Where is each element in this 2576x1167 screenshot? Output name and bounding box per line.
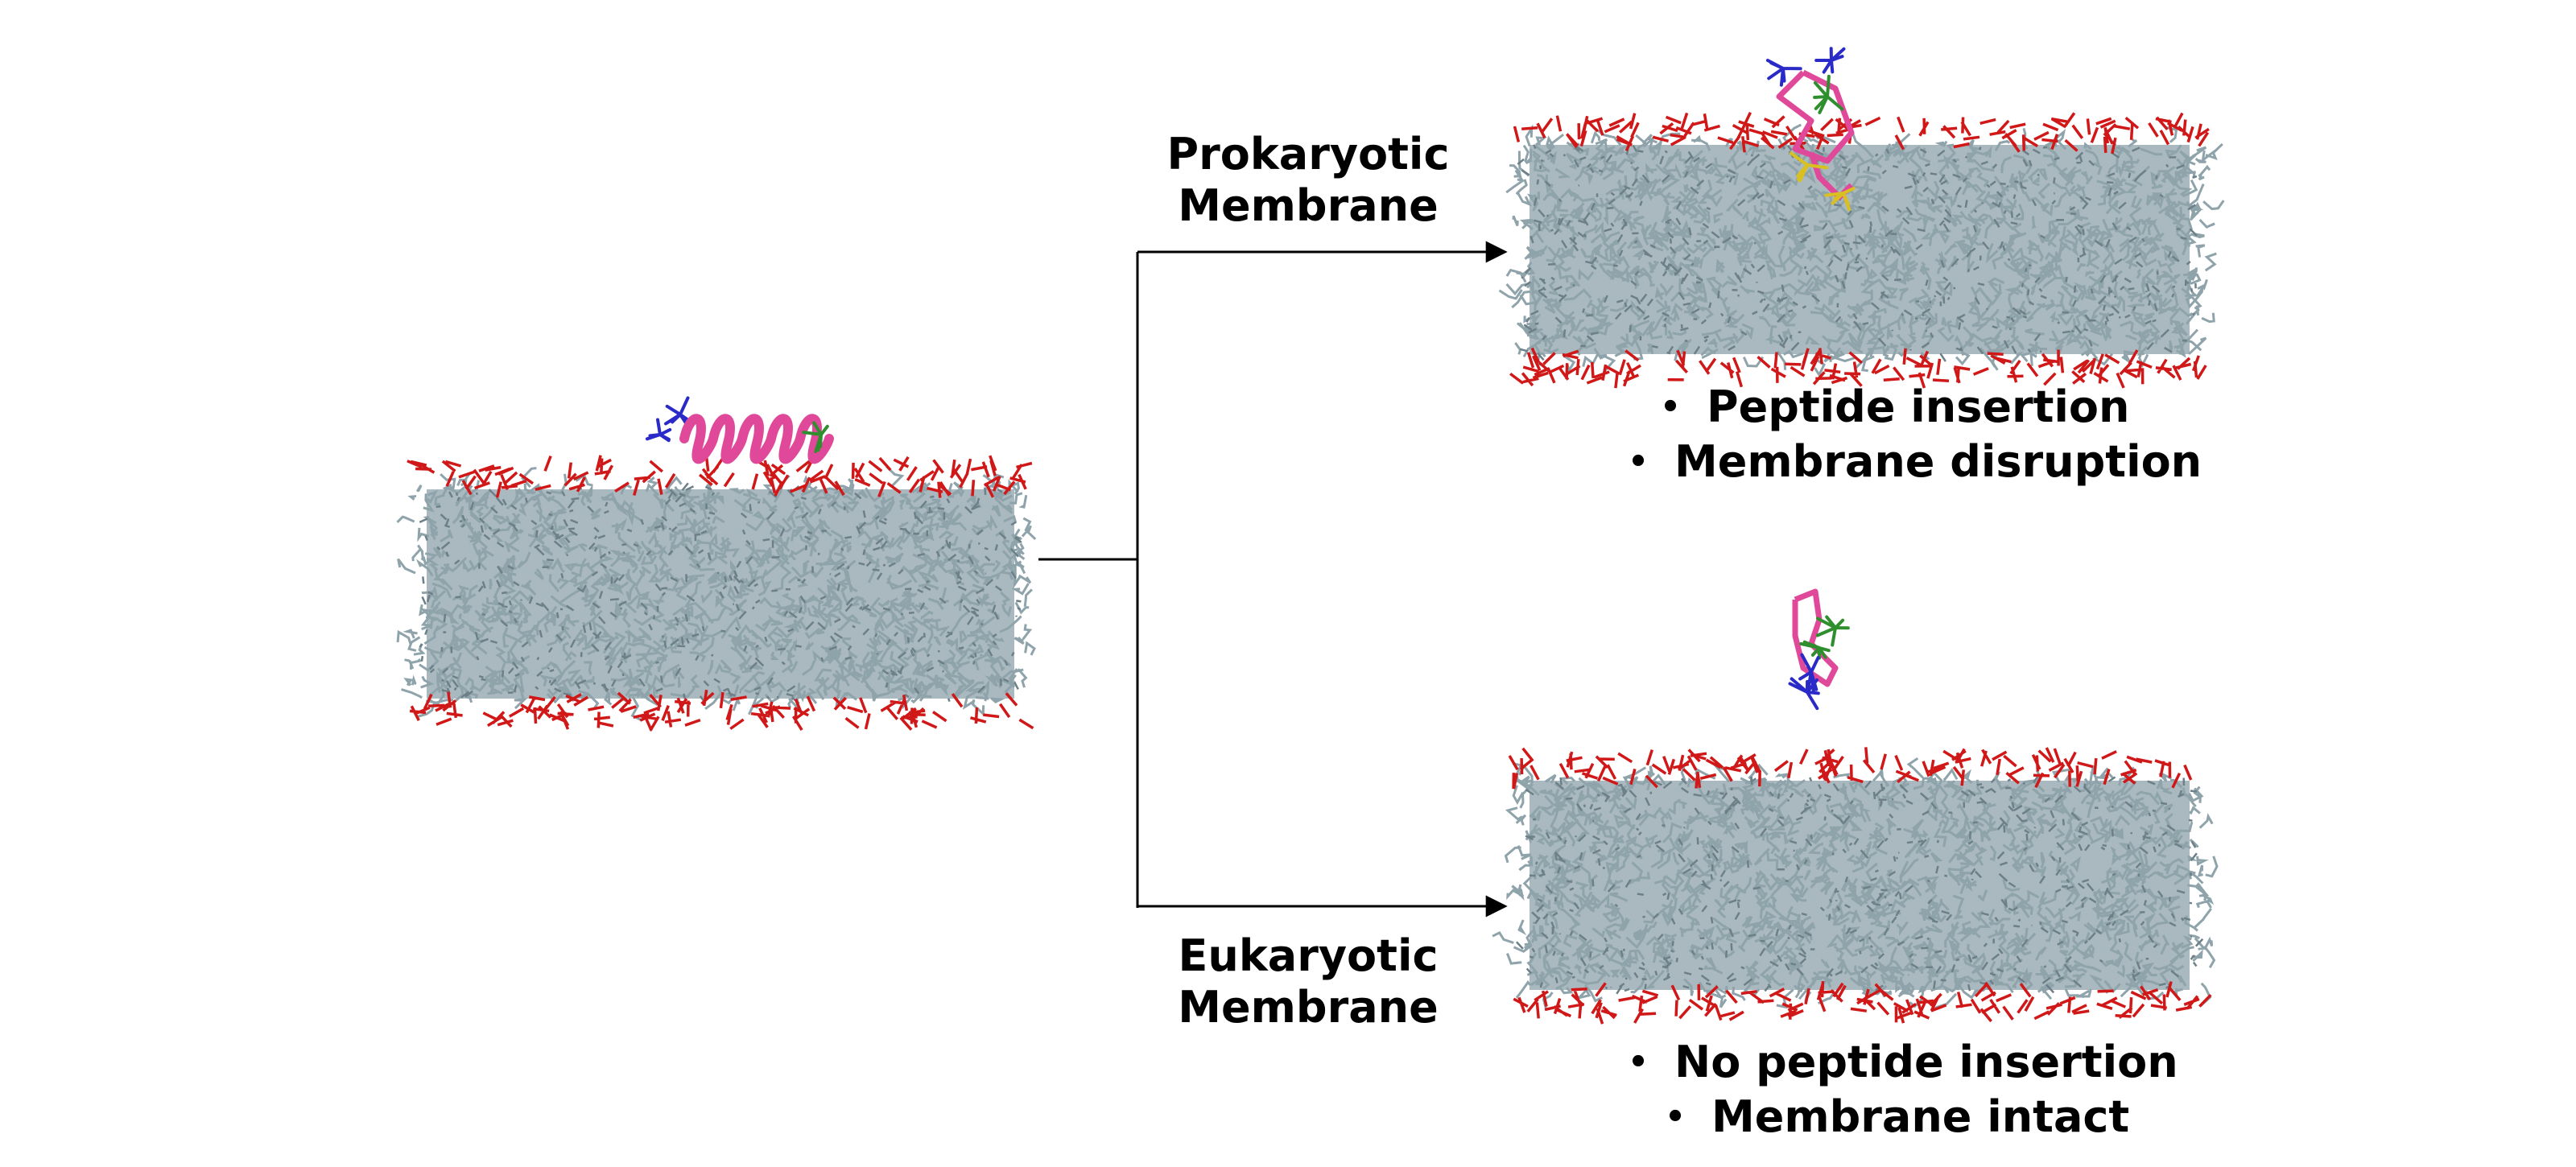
peptide-inserted-prokaryotic: [1765, 47, 1856, 212]
residue-yellow: [1790, 151, 1829, 183]
residue-blue: [645, 418, 672, 443]
head-groups-top: [407, 455, 1033, 498]
eukaryotic-label-line2: Membrane: [1178, 982, 1439, 1033]
bullet-icon: •: [1628, 1044, 1649, 1081]
peptide-detached-eukaryotic: [1788, 588, 1850, 711]
eukaryotic-outcomes: • No peptide insertion • Membrane intact: [1602, 1035, 2178, 1144]
residue-green: [1813, 74, 1844, 114]
residue-green: [1799, 640, 1831, 660]
outcome-item: • No peptide insertion: [1602, 1035, 2178, 1090]
eukaryotic-label: Eukaryotic Membrane: [1111, 930, 1505, 1033]
lipid-tails-dark: [419, 482, 1022, 705]
prokaryotic-label-line1: Prokaryotic: [1166, 129, 1450, 179]
bullet-icon: •: [1660, 389, 1681, 426]
residue-blue: [1788, 677, 1820, 711]
outcome-text: Membrane disruption: [1674, 436, 2202, 487]
outcome-text: Peptide insertion: [1707, 381, 2130, 432]
outcome-item: • Peptide insertion: [1602, 380, 2202, 435]
bullet-icon: •: [1665, 1099, 1686, 1136]
prokaryotic-label-line2: Membrane: [1178, 180, 1439, 231]
residue-yellow: [1824, 187, 1856, 212]
prokaryotic-membrane-bilayer: [1498, 111, 2225, 389]
residue-green: [1815, 615, 1850, 647]
outcome-item: • Membrane intact: [1602, 1090, 2178, 1144]
residue-green: [802, 421, 829, 453]
head-groups-top: [1508, 747, 2193, 790]
lipid-tails-dark: [1517, 140, 2198, 362]
residue-blue: [1814, 47, 1846, 74]
residue-blue: [1798, 653, 1820, 694]
initial-membrane-bilayer: [396, 455, 1037, 732]
lipid-tails: [396, 465, 1037, 721]
head-groups-bottom: [1513, 981, 2212, 1025]
head-groups-bottom: [409, 689, 1034, 732]
residue-blue: [664, 396, 693, 430]
residue-blue: [1765, 59, 1802, 87]
eukaryotic-membrane-bilayer: [1492, 747, 2219, 1025]
bullet-icon: •: [1628, 443, 1649, 480]
outcome-item: • Membrane disruption: [1602, 435, 2202, 489]
prokaryotic-outcomes: • Peptide insertion • Membrane disruptio…: [1602, 380, 2202, 489]
peptide-coil: [1792, 588, 1839, 687]
prokaryotic-label: Prokaryotic Membrane: [1111, 129, 1505, 232]
peptide-helix-initial: [645, 396, 834, 464]
head-groups-bottom: [1509, 347, 2207, 389]
branch-connector: [1038, 241, 1508, 918]
eukaryotic-label-line1: Eukaryotic: [1178, 930, 1439, 981]
outcome-text: No peptide insertion: [1674, 1037, 2178, 1087]
helix-ribbon: [679, 414, 834, 464]
outcome-text: Membrane intact: [1711, 1091, 2130, 1142]
lipid-tails-dark: [1515, 775, 2204, 995]
